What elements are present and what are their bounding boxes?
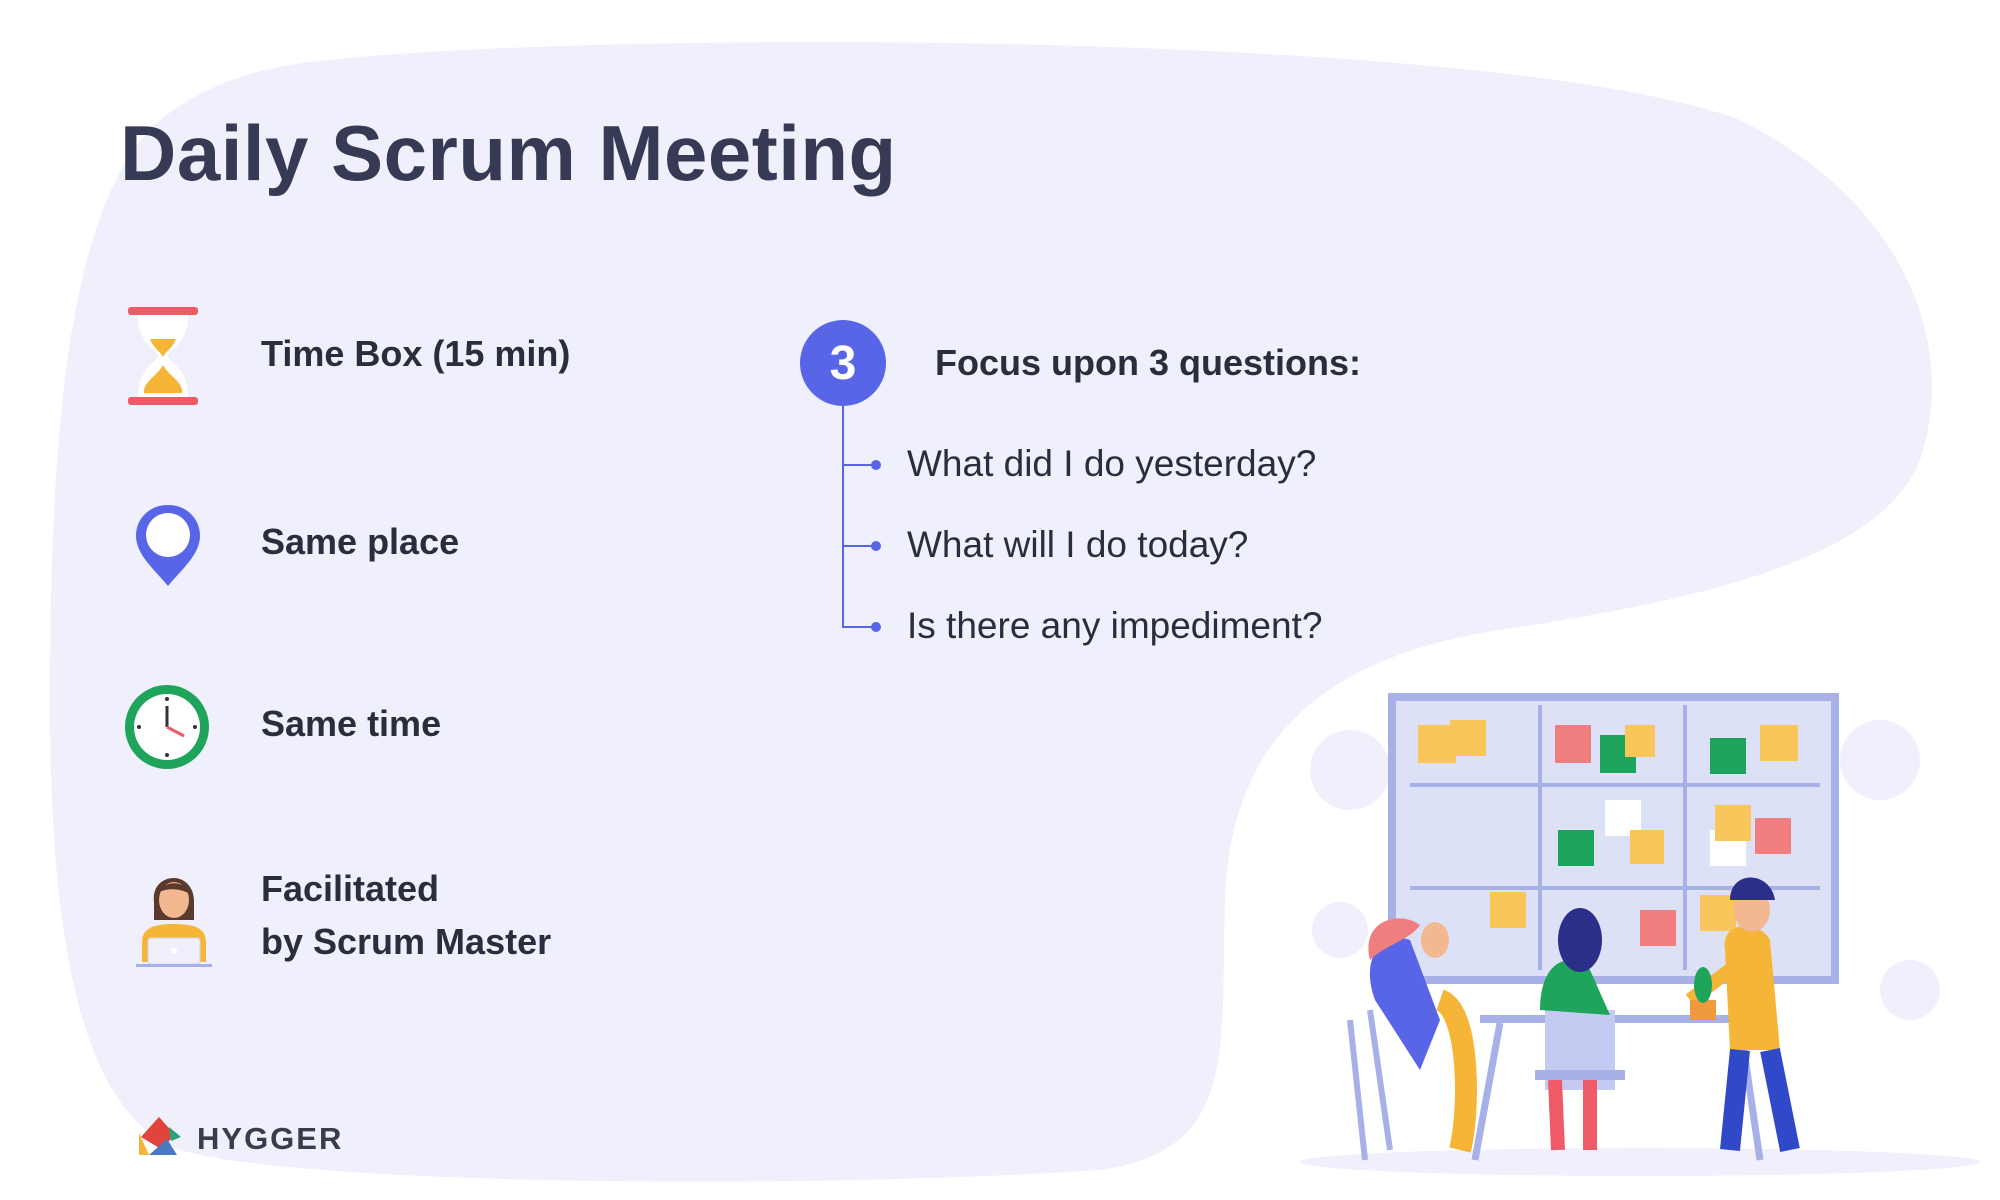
- focus-heading: Focus upon 3 questions:: [935, 342, 1362, 383]
- number-badge: 3: [800, 320, 886, 406]
- hourglass-icon: [128, 307, 198, 405]
- hygger-logo-icon: [139, 1117, 181, 1155]
- question-item: What did I do yesterday?: [907, 443, 1317, 484]
- scrum-master-icon: [136, 877, 212, 967]
- question-connector-lines: [842, 404, 881, 632]
- feature-time-box: Time Box (15 min): [261, 333, 571, 374]
- page-title: Daily Scrum Meeting: [120, 109, 897, 197]
- question-item: Is there any impediment?: [907, 605, 1323, 646]
- team-meeting-illustration: [1300, 693, 1980, 1176]
- feature-facilitated-line2: by Scrum Master: [261, 921, 552, 962]
- feature-facilitated-line1: Facilitated: [261, 868, 440, 909]
- brand-name: HYGGER: [197, 1121, 344, 1156]
- feature-same-time: Same time: [261, 703, 442, 744]
- feature-same-place: Same place: [261, 521, 460, 562]
- location-pin-icon: [136, 505, 200, 586]
- clock-icon: [125, 685, 209, 769]
- question-item: What will I do today?: [907, 524, 1249, 565]
